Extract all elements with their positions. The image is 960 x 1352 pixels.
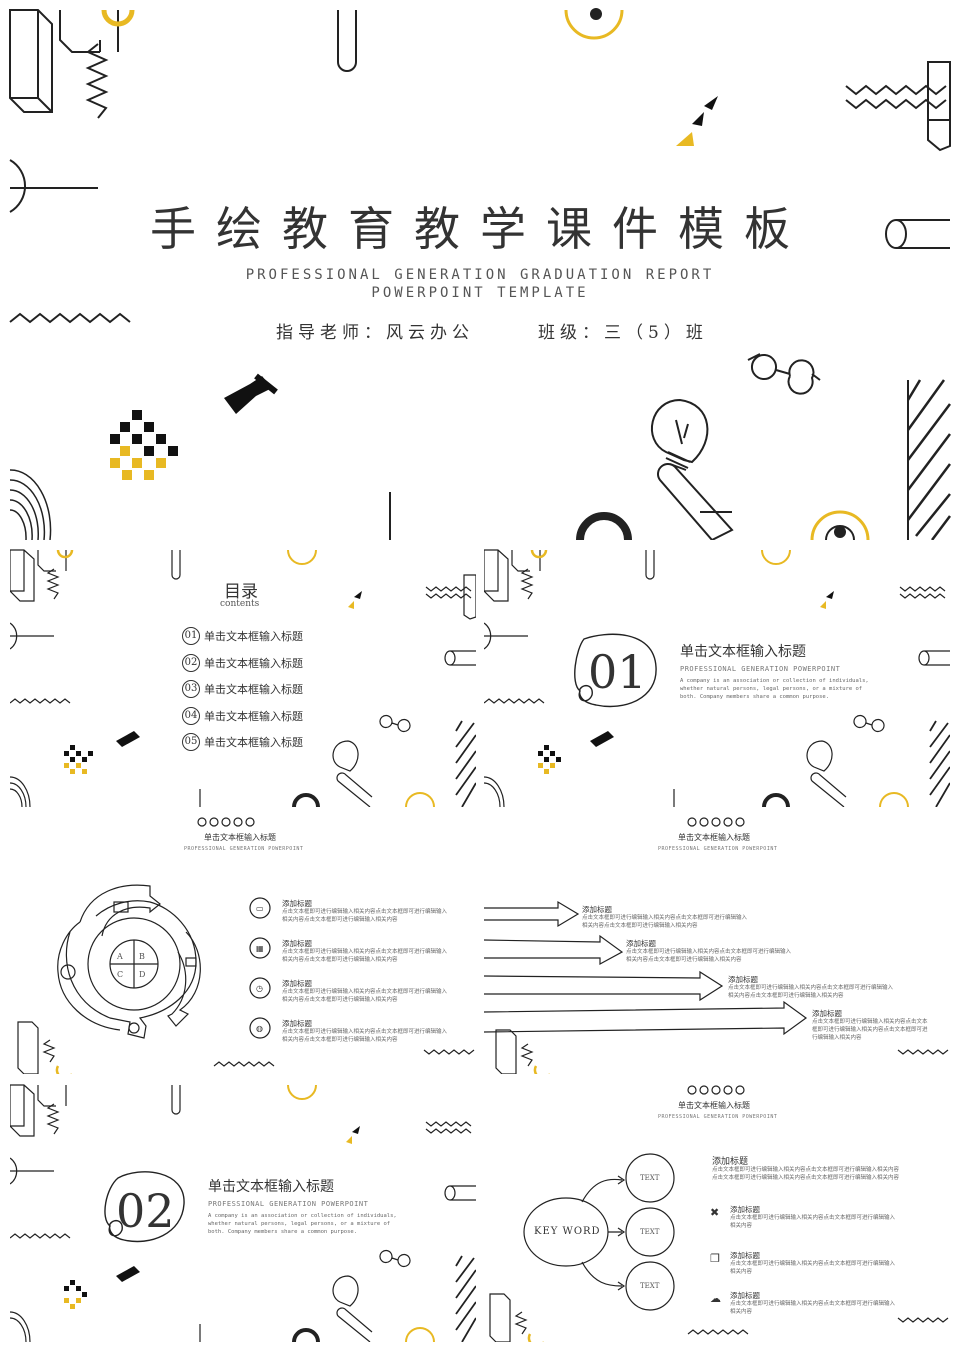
section2-desc: A company is an association or collectio… xyxy=(208,1213,397,1235)
keyword-item-1-text: 点击文本框即可进行编辑输入相关内容点击文本框即可进行编辑输入相关内容点击文本框即… xyxy=(712,1167,900,1181)
section2-decorations xyxy=(10,1084,476,1342)
cycle-header-title: 单击文本框输入标题 xyxy=(204,833,276,842)
toc-item-3[interactable]: 03 单击文本框输入标题 xyxy=(182,680,303,698)
keyword-item-3-text: 点击文本框即可进行编辑输入相关内容点击文本框即可进行编辑输入相关内容 xyxy=(730,1261,896,1275)
documents-icon: ❐ xyxy=(710,1252,720,1265)
cloud-icon: ☁ xyxy=(710,1292,721,1305)
cover-subtitle-line2: POWERPOINT TEMPLATE xyxy=(371,285,589,301)
clock-icon: ◷ xyxy=(256,984,263,993)
cycle-item-2-title: 添加标题 xyxy=(282,939,312,948)
arrow-decorations xyxy=(484,817,949,1074)
cover-teacher: 指导老师：风云办公 xyxy=(276,323,474,343)
toc-label-3: 单击文本框输入标题 xyxy=(204,683,303,696)
cycle-item-1-title: 添加标题 xyxy=(282,899,312,908)
calendar-icon: ▦ xyxy=(256,944,264,953)
section2-number: 02 xyxy=(116,1184,175,1238)
quadrant-c: C xyxy=(117,970,124,979)
toc-item-4[interactable]: 04 单击文本框输入标题 xyxy=(182,707,303,725)
keyword-header-title: 单击文本框输入标题 xyxy=(678,1101,750,1110)
keyword-slide[interactable]: 单击文本框输入标题 PROFESSIONAL GENERATION POWERP… xyxy=(484,1080,950,1342)
quadrant-b: B xyxy=(139,952,145,961)
section1-decorations xyxy=(484,549,950,807)
arrow-header-title: 单击文本框输入标题 xyxy=(678,833,750,842)
arrow-slide[interactable]: 单击文本框输入标题 PROFESSIONAL GENERATION POWERP… xyxy=(484,812,950,1074)
section1-desc: A company is an association or collectio… xyxy=(680,678,869,700)
cycle-header-subtitle: PROFESSIONAL GENERATION POWERPOINT xyxy=(184,846,304,852)
arrow-item-1-title: 添加标题 xyxy=(582,905,612,914)
toc-label-5: 单击文本框输入标题 xyxy=(204,736,303,749)
tools-icon: ✖ xyxy=(710,1206,720,1219)
arrow-item-2-title: 添加标题 xyxy=(626,939,656,948)
toc-item-5[interactable]: 05 单击文本框输入标题 xyxy=(182,733,303,751)
cycle-decorations xyxy=(17,817,475,1074)
arrow-item-1-text: 点击文本框即可进行编辑输入相关内容点击文本框即可进行编辑输入相关内容点击文本框即… xyxy=(582,915,748,929)
cover-slide[interactable]: 手绘教育教学课件模板 PROFESSIONAL GENERATION GRADU… xyxy=(0,0,960,540)
keyword-item-3-title: 添加标题 xyxy=(730,1251,760,1260)
arrow-item-3-title: 添加标题 xyxy=(728,975,758,984)
quadrant-a: A xyxy=(117,952,123,961)
keyword-header-subtitle: PROFESSIONAL GENERATION POWERPOINT xyxy=(658,1114,778,1120)
cover-class: 班级：三（5）班 xyxy=(538,323,708,343)
keyword-item-2-title: 添加标题 xyxy=(730,1205,760,1214)
toc-num-3: 03 xyxy=(182,680,200,698)
globe-icon: ◍ xyxy=(256,1024,263,1033)
section1-slide[interactable]: 01 单击文本框输入标题 PROFESSIONAL GENERATION POW… xyxy=(484,545,950,807)
toc-num-2: 02 xyxy=(182,654,200,672)
cover-title: 手绘教育教学课件模板 xyxy=(150,202,810,256)
circle-text-3: TEXT xyxy=(640,1282,660,1290)
toc-label-1: 单击文本框输入标题 xyxy=(204,630,303,643)
toc-label-4: 单击文本框输入标题 xyxy=(204,710,303,723)
keyword-item-1-title: 添加标题 xyxy=(712,1157,749,1167)
cover-subtitle-line1: PROFESSIONAL GENERATION GRADUATION REPOR… xyxy=(245,267,715,283)
section1-number: 01 xyxy=(588,645,647,699)
image-icon: ▭ xyxy=(256,904,264,913)
toc-decorations xyxy=(10,549,476,807)
section2-subtitle: PROFESSIONAL GENERATION POWERPOINT xyxy=(208,1200,369,1208)
keyword-label: KEY WORD xyxy=(534,1226,601,1237)
cycle-item-2-text: 点击文本框即可进行编辑输入相关内容点击文本框即可进行编辑输入相关内容点击文本框即… xyxy=(282,949,448,963)
toc-item-1[interactable]: 01 单击文本框输入标题 xyxy=(182,627,303,645)
toc-num-5: 05 xyxy=(182,733,200,751)
toc-slide[interactable]: 目录 contents 01 单击文本框输入标题 02 单击文本框输入标题 03… xyxy=(10,545,476,807)
section1-title: 单击文本框输入标题 xyxy=(680,644,806,660)
section2-slide[interactable]: 02 单击文本框输入标题 PROFESSIONAL GENERATION POW… xyxy=(10,1080,476,1342)
toc-subtitle: contents xyxy=(220,599,260,609)
toc-label-2: 单击文本框输入标题 xyxy=(204,657,303,670)
cycle-item-4-title: 添加标题 xyxy=(282,1019,312,1028)
arrow-item-3-text: 点击文本框即可进行编辑输入相关内容点击文本框即可进行编辑输入相关内容点击文本框即… xyxy=(728,985,894,999)
section1-subtitle: PROFESSIONAL GENERATION POWERPOINT xyxy=(680,665,841,673)
cycle-item-3-title: 添加标题 xyxy=(282,979,312,988)
circle-text-2: TEXT xyxy=(640,1228,660,1236)
toc-title: 目录 xyxy=(224,582,258,602)
arrow-item-2-text: 点击文本框即可进行编辑输入相关内容点击文本框即可进行编辑输入相关内容点击文本框即… xyxy=(626,949,792,963)
keyword-decorations xyxy=(489,1085,949,1342)
cover-decorations xyxy=(9,8,951,540)
arrow-header-subtitle: PROFESSIONAL GENERATION POWERPOINT xyxy=(658,846,778,852)
cycle-item-4-text: 点击文本框即可进行编辑输入相关内容点击文本框即可进行编辑输入相关内容点击文本框即… xyxy=(282,1029,448,1043)
quadrant-d: D xyxy=(139,970,146,979)
keyword-item-4-text: 点击文本框即可进行编辑输入相关内容点击文本框即可进行编辑输入相关内容 xyxy=(730,1301,896,1315)
section2-title: 单击文本框输入标题 xyxy=(208,1179,334,1195)
arrow-item-4-title: 添加标题 xyxy=(812,1009,842,1018)
toc-num-1: 01 xyxy=(182,627,200,645)
cover-subtitle: PROFESSIONAL GENERATION GRADUATION REPOR… xyxy=(0,266,960,302)
toc-num-4: 04 xyxy=(182,707,200,725)
cycle-item-3-text: 点击文本框即可进行编辑输入相关内容点击文本框即可进行编辑输入相关内容点击文本框即… xyxy=(282,989,448,1003)
keyword-item-2-text: 点击文本框即可进行编辑输入相关内容点击文本框即可进行编辑输入相关内容 xyxy=(730,1215,896,1229)
cycle-item-1-text: 点击文本框即可进行编辑输入相关内容点击文本框即可进行编辑输入相关内容点击文本框即… xyxy=(282,909,448,923)
keyword-item-4-title: 添加标题 xyxy=(730,1291,760,1300)
arrow-item-4-text: 点击文本框即可进行编辑输入相关内容点击文本框即可进行编辑输入相关内容点击文本框即… xyxy=(812,1019,928,1041)
cycle-slide[interactable]: A B C D 单击文本框输入标题 PROFESSIONAL GENERATIO… xyxy=(10,812,476,1074)
toc-item-2[interactable]: 02 单击文本框输入标题 xyxy=(182,654,303,672)
circle-text-1: TEXT xyxy=(640,1174,660,1182)
